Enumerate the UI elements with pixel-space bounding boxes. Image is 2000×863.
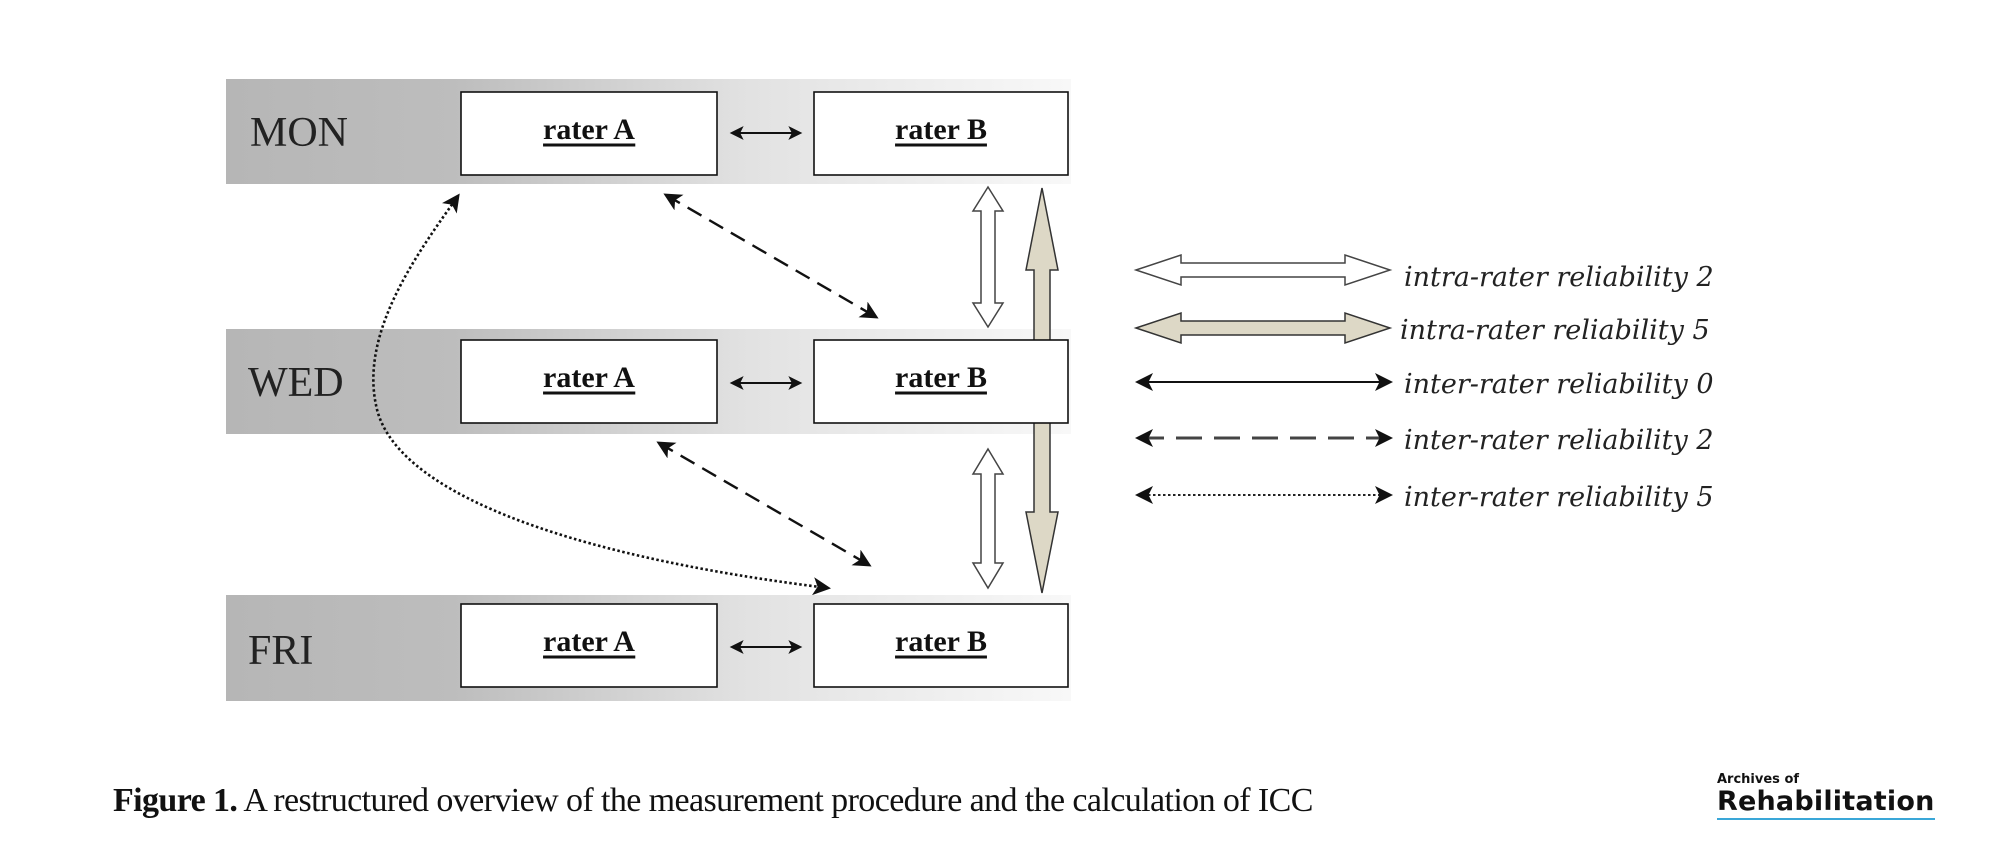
rater-a-box	[460, 603, 718, 688]
legend: intra-rater reliability 2 intra-rater re…	[1133, 253, 1714, 513]
legend-label: inter-rater reliability 0	[1404, 369, 1714, 400]
day-row-mon: MON rater A rater B	[226, 79, 1071, 184]
day-row-fri: FRI rater A rater B	[226, 595, 1071, 701]
legend-item-inter-5: inter-rater reliability 5	[1135, 482, 1714, 513]
inter-rater-2-arrow-wed-a-fri-b	[656, 441, 872, 567]
legend-item-inter-2: inter-rater reliability 2	[1135, 425, 1714, 456]
legend-label: inter-rater reliability 5	[1404, 482, 1714, 513]
legend-item-intra-2: intra-rater reliability 2	[1133, 253, 1714, 293]
legend-item-intra-5: intra-rater reliability 5	[1133, 311, 1710, 346]
inter-rater-2-arrow-mon-a-wed-b	[663, 193, 879, 319]
logo-line1: Archives of	[1717, 772, 1800, 787]
legend-label: intra-rater reliability 5	[1400, 315, 1710, 346]
rater-a-label: rater A	[543, 113, 635, 146]
rater-b-box	[813, 91, 1069, 176]
figure-caption: Figure 1. A restructured overview of the…	[113, 782, 1313, 820]
day-label: FRI	[248, 628, 313, 674]
rater-a-label: rater A	[543, 625, 635, 658]
day-row-wed-rater-b: rater B	[813, 339, 1069, 424]
rater-a-box	[460, 91, 718, 176]
rater-b-label: rater B	[895, 625, 987, 658]
day-label: MON	[250, 110, 348, 156]
rater-b-label: rater B	[895, 361, 987, 394]
figure-number: Figure 1.	[113, 782, 238, 819]
legend-hollow-white-arrow	[1133, 253, 1393, 287]
rater-b-box	[813, 603, 1069, 688]
journal-logo: Archives of Rehabilitation	[1717, 772, 1935, 820]
legend-item-inter-0: inter-rater reliability 0	[1135, 369, 1714, 400]
legend-hollow-beige-arrow	[1133, 311, 1393, 345]
intra-rater-2-arrow-mon-wed	[971, 185, 1005, 329]
legend-label: intra-rater reliability 2	[1404, 262, 1714, 293]
rater-a-label: rater A	[543, 361, 635, 394]
day-label: WED	[248, 360, 344, 406]
rater-b-label: rater B	[895, 113, 987, 146]
legend-label: inter-rater reliability 2	[1404, 425, 1714, 456]
inter-rater-5-arrow-mon-a-fri-b	[372, 193, 831, 596]
caption-text: A restructured overview of the measureme…	[237, 782, 1313, 819]
logo-line2: Rehabilitation	[1717, 787, 1935, 820]
intra-rater-2-arrow-wed-fri	[971, 447, 1005, 590]
